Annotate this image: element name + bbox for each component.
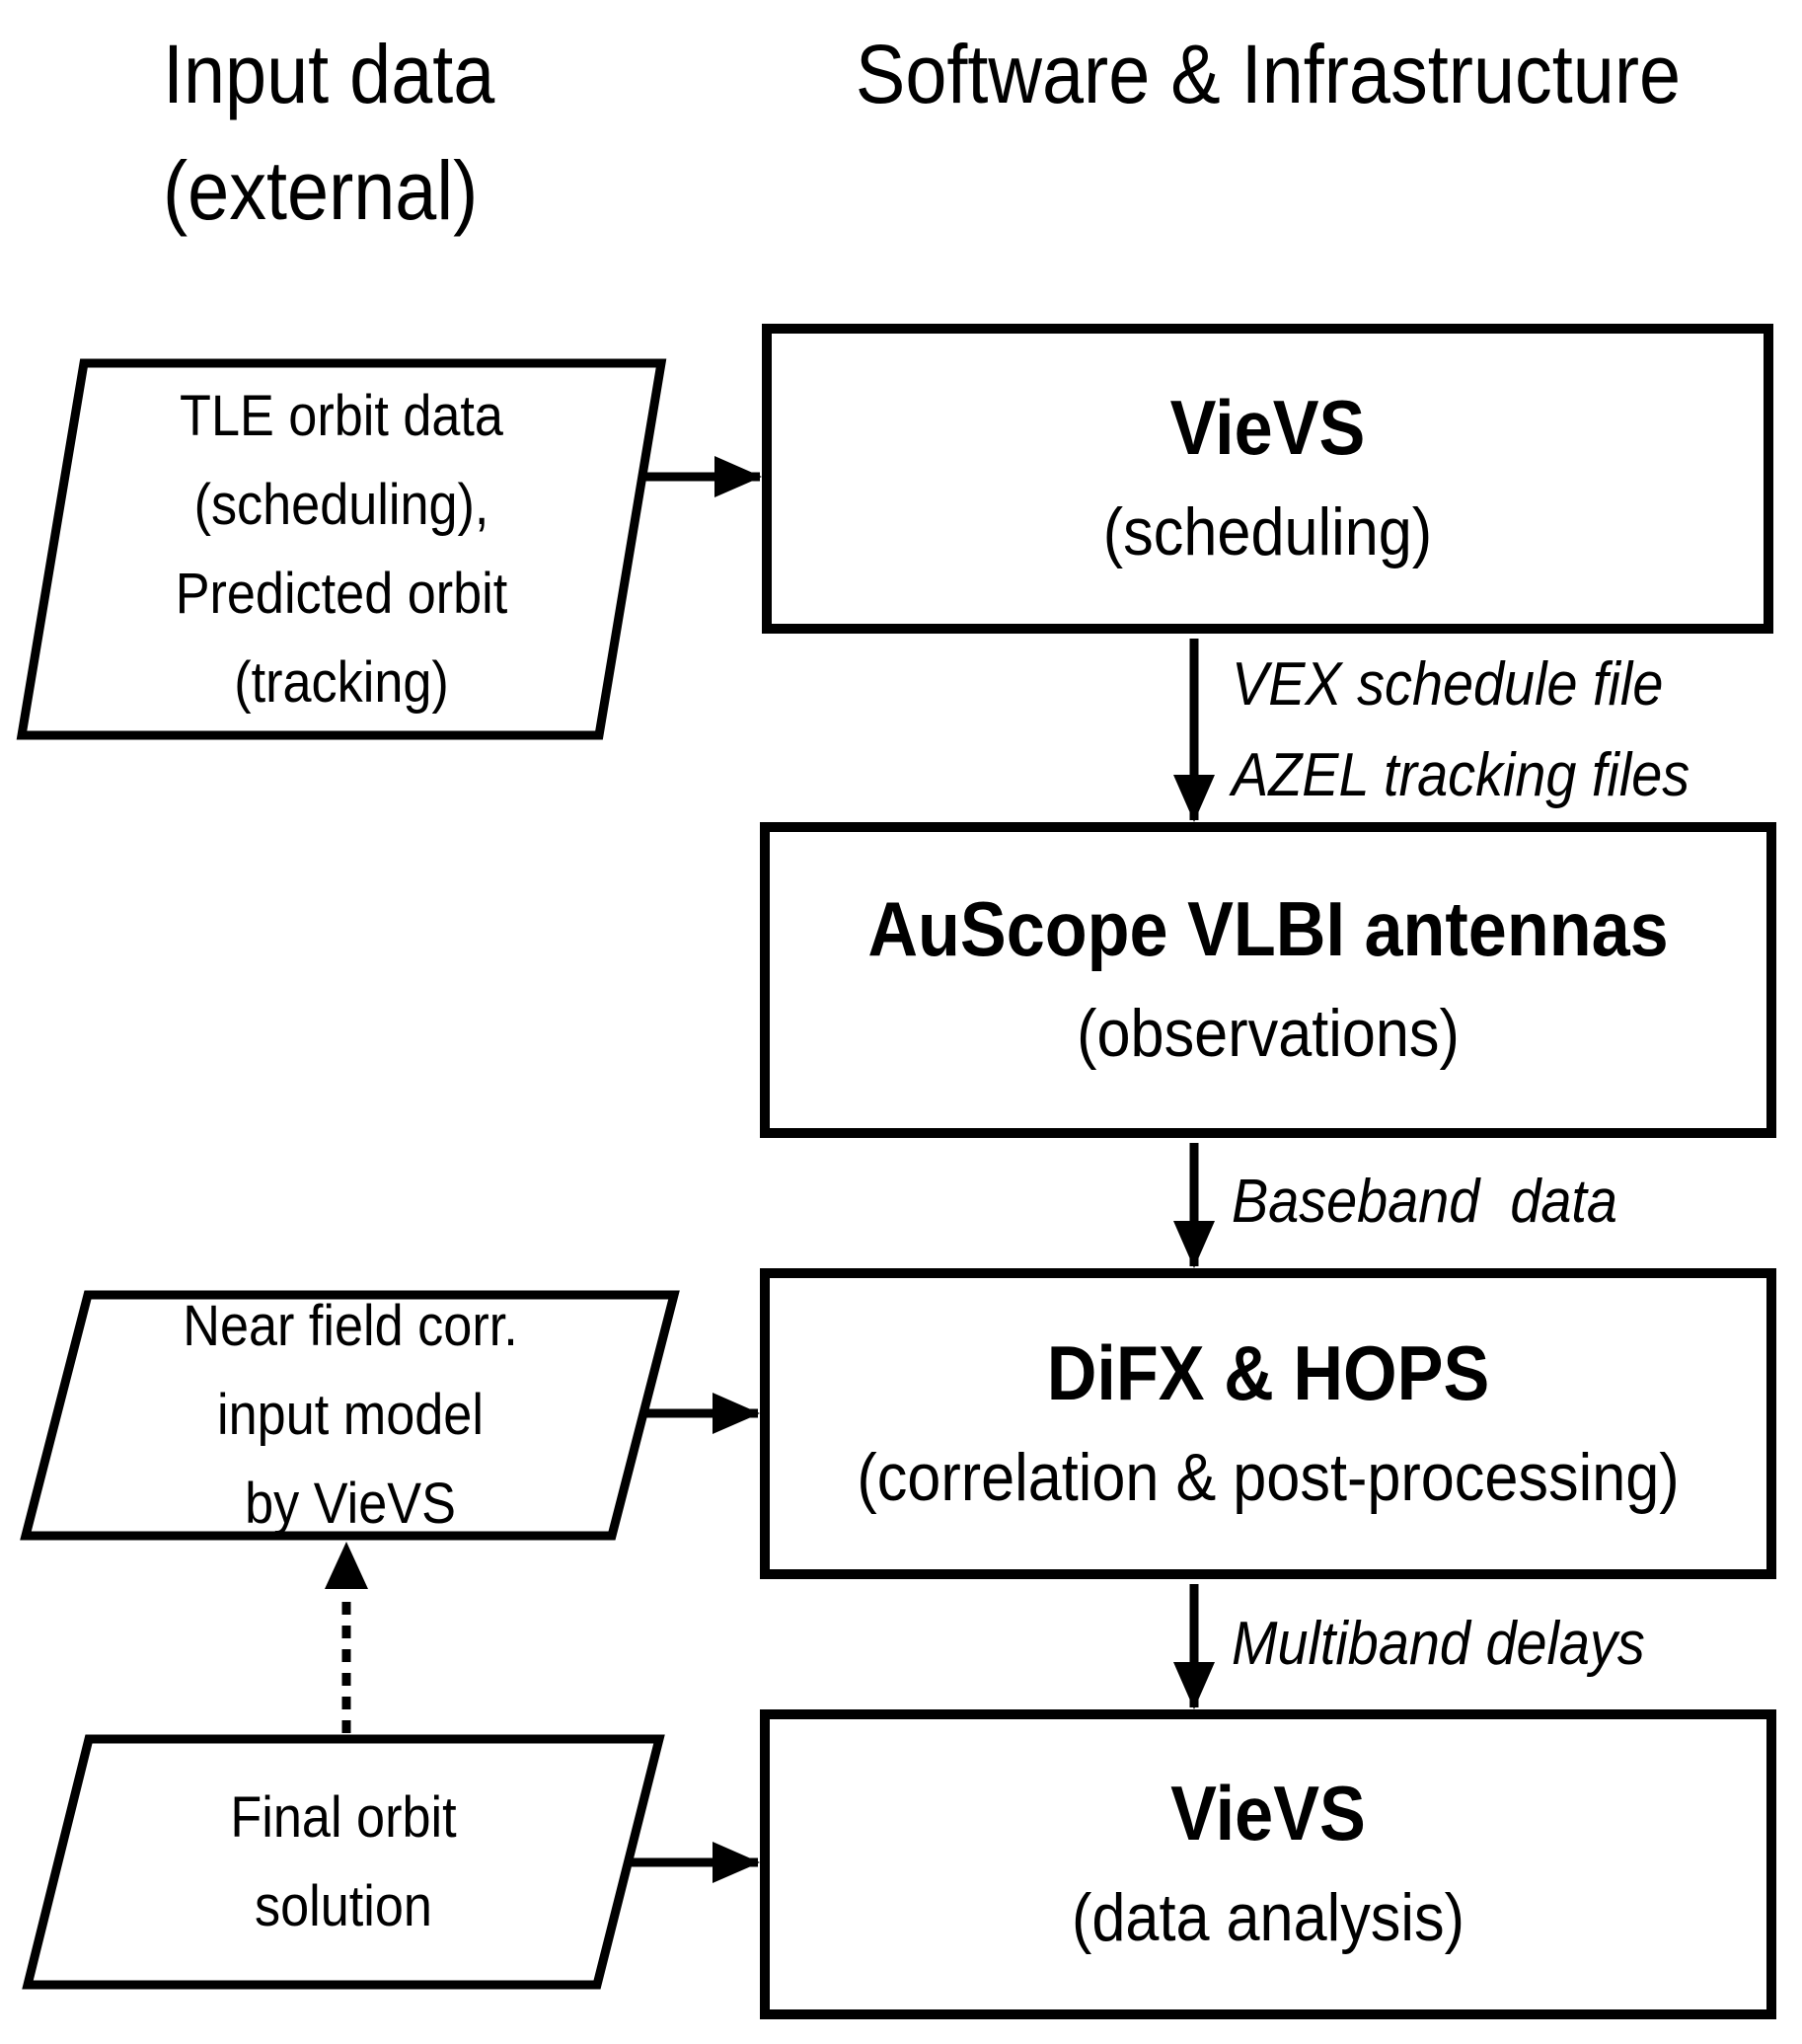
dotted-arrowhead-up [325, 1542, 368, 1589]
near-field-parallelogram [20, 1290, 680, 1541]
vievs-analysis-box [760, 1709, 1776, 2019]
difx-hops-box [760, 1268, 1776, 1579]
tle-orbit-parallelogram [16, 358, 667, 740]
final-orbit-parallelogram [22, 1734, 665, 1990]
vievs-scheduling-box [762, 324, 1773, 634]
auscope-box [760, 822, 1776, 1138]
